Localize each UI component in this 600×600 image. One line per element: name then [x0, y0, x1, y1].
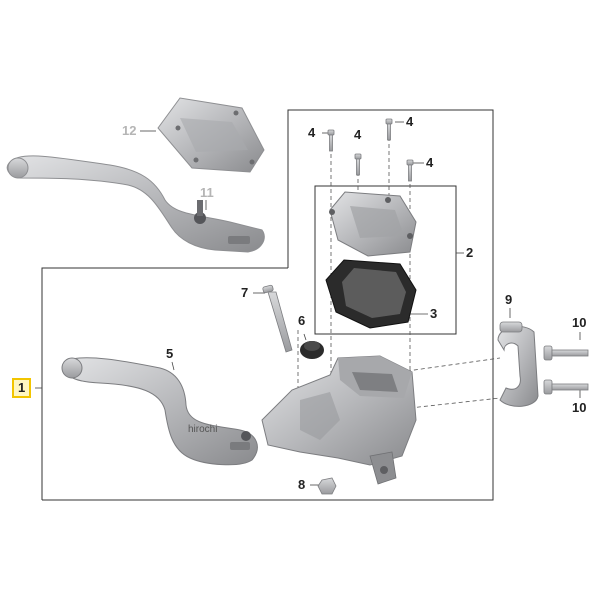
gasket-part-3 — [325, 259, 417, 329]
watermark: hirochi — [188, 424, 218, 435]
callout-6: 6 — [298, 313, 306, 328]
callout-10-top: 10 — [572, 315, 587, 330]
bolt-part-7 — [262, 284, 293, 353]
callout-4-middle: 4 — [354, 127, 362, 142]
screw-part-4 — [327, 118, 414, 182]
callout-10-bottom: 10 — [572, 400, 587, 415]
nut-part-8 — [317, 477, 337, 495]
callout-7: 7 — [241, 285, 249, 300]
bolt-part-10 — [543, 345, 589, 395]
callout-1: 1 — [12, 378, 32, 398]
callout-8: 8 — [298, 477, 306, 492]
callout-2: 2 — [466, 245, 474, 260]
callout-9: 9 — [505, 292, 513, 307]
brake-lever-part-5 — [61, 357, 258, 466]
callout-11: 11 — [200, 185, 214, 200]
master-cylinder-body — [261, 355, 417, 485]
callout-12: 12 — [122, 123, 137, 138]
callout-4-right: 4 — [426, 155, 434, 170]
clutch-lever-part-11 — [6, 155, 265, 253]
clamp-part-9 — [497, 321, 539, 407]
callout-4-left: 4 — [308, 125, 316, 140]
assembly-frame-2 — [314, 185, 457, 335]
callout-3: 3 — [430, 306, 438, 321]
reservoir-cover-part-2 — [329, 191, 417, 257]
grommet-part-6 — [300, 341, 324, 359]
callout-5: 5 — [166, 346, 174, 361]
assembly-frame-1 — [41, 109, 494, 501]
callout-4-top: 4 — [406, 114, 414, 129]
reservoir-cover-part-12 — [157, 97, 265, 173]
